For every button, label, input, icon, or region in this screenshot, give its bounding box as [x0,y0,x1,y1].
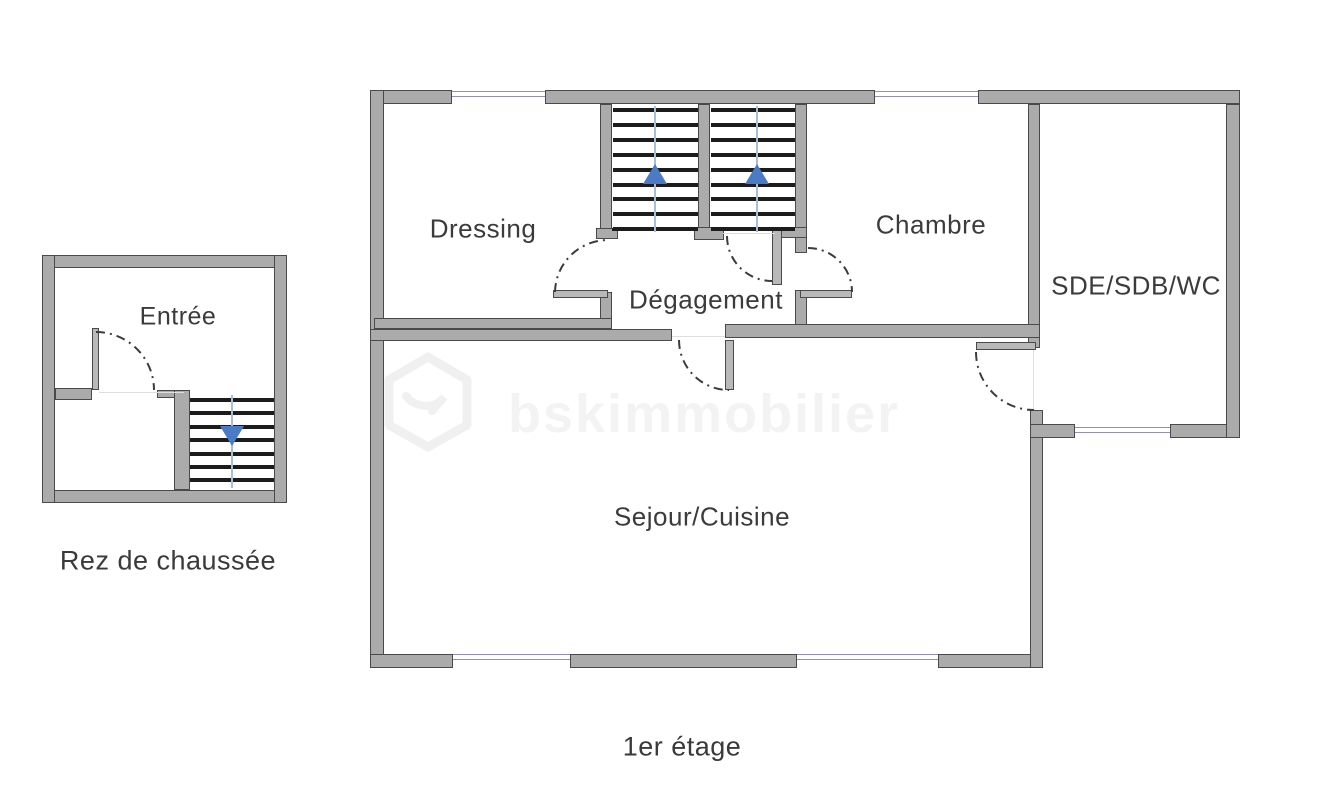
door-leaf [553,290,608,298]
threshold-line [672,336,725,337]
wall [370,654,453,668]
door-leaf [92,328,99,390]
wall [1030,410,1043,668]
wall [600,104,612,232]
wall [795,104,807,253]
wall [938,654,1043,668]
door-leaf [725,340,734,390]
threshold-line [723,233,775,234]
wall [725,324,1040,338]
wall [978,90,1240,104]
wall [1226,104,1240,438]
stair-tread [711,153,795,157]
threshold-line [1033,350,1034,410]
stair-tread [711,123,795,127]
stair-tread [711,212,795,216]
stair-arrow-down-icon [220,426,244,446]
stair-tread [711,183,795,187]
room-label-chambre: Chambre [875,209,987,240]
wall [1028,104,1040,348]
window [797,654,938,660]
wall [570,654,797,668]
wall [274,255,287,503]
wall [1030,424,1075,438]
wall [42,255,287,268]
threshold-line [99,392,184,393]
door-arc [95,331,155,391]
window [453,654,570,660]
wall [370,90,384,668]
ground-floor-caption: Rez de chaussée [59,545,277,576]
room-label-sde-sdb-wc: SDE/SDB/WC [1051,270,1221,301]
window [452,91,545,97]
room-label-sejour-cuisine: Sejour/Cuisine [613,501,791,532]
window [875,91,978,97]
wall [42,490,287,503]
stair-tread [711,138,795,142]
door-arc [975,351,1035,411]
stair-tread [711,108,795,112]
door-arc [726,235,773,282]
wall [55,388,92,400]
door-leaf [800,290,852,298]
room-label-degagement: Dégagement [629,284,783,315]
door-arc [807,247,853,293]
wall [596,228,618,239]
wall [370,329,672,341]
stair-arrow-up-icon [745,164,769,184]
wall [174,390,190,490]
wall [698,104,710,228]
first-floor-caption: 1er étage [622,731,742,762]
watermark-text: bskimmobilier [508,384,901,444]
stair-arrow-up-icon [643,164,667,184]
stair-tread [711,227,795,231]
room-label-entree: Entrée [139,302,217,331]
door-arc [554,239,609,293]
room-label-dressing: Dressing [429,213,537,244]
wall [545,90,875,104]
door-leaf [976,342,1036,350]
stair-tread [711,197,795,201]
wall [42,255,55,503]
door-leaf [772,230,782,285]
window [1075,427,1170,433]
wall [374,318,612,329]
